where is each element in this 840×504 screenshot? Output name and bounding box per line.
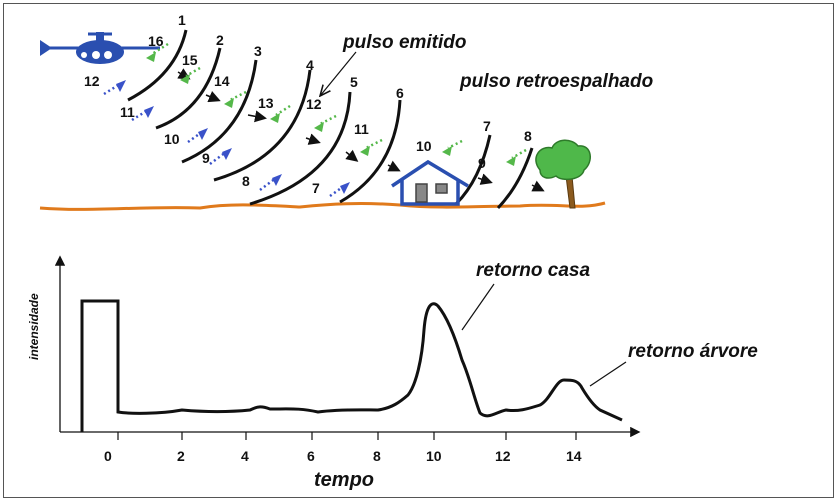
wave-front-6	[339, 99, 402, 204]
scatter-number-11: 11	[120, 104, 135, 120]
x-tick-10: 10	[426, 448, 442, 464]
emitted-pulse-heads	[146, 52, 516, 166]
x-tick-4: 4	[241, 448, 249, 464]
wave-front-4	[213, 69, 312, 182]
emitted-pulse-arrows	[151, 42, 527, 160]
pulse-emitted-caption: pulso emitido	[342, 32, 467, 53]
return-house-pointer	[461, 283, 495, 331]
emitted-number-9: 9	[478, 155, 486, 171]
wave-front-1	[127, 29, 188, 102]
x-tick-2: 2	[177, 448, 185, 464]
scatter-number-8: 8	[242, 173, 250, 189]
return-house-label: retorno casa	[476, 260, 590, 281]
return-tree-pointer	[589, 361, 627, 387]
emitted-number-12: 12	[306, 96, 322, 112]
emitted-number-16: 16	[148, 33, 164, 49]
wave-number-7: 7	[483, 118, 491, 134]
wave-number-4: 4	[306, 57, 314, 73]
emitted-number-11: 11	[354, 121, 369, 137]
wave-number-3: 3	[254, 43, 262, 59]
wave-front-3	[181, 59, 258, 164]
wave-number-5: 5	[350, 74, 358, 90]
emitted-number-13: 13	[258, 95, 274, 111]
return-tree-label: retorno árvore	[628, 341, 758, 362]
wave-fronts	[127, 29, 534, 210]
y-axis-label: intensidade	[27, 293, 41, 360]
x-tick-6: 6	[307, 448, 315, 464]
propagation-arrows	[177, 68, 545, 192]
x-tick-8: 8	[373, 448, 381, 464]
ground-line	[39, 201, 606, 211]
intensity-curve	[80, 299, 623, 432]
wave-number-6: 6	[396, 85, 404, 101]
scatter-number-9: 9	[202, 150, 210, 166]
wave-front-2	[155, 47, 222, 130]
tree-icon	[535, 139, 591, 209]
wave-front-7	[454, 134, 492, 206]
backscatter-heads	[116, 80, 350, 194]
emitted-number-10: 10	[416, 138, 432, 154]
scatter-number-7: 7	[312, 180, 320, 196]
wave-number-8: 8	[524, 128, 532, 144]
figure-border	[3, 3, 834, 498]
house-icon	[391, 159, 469, 206]
intensity-chart: 0 2 4 6 8 10 12 14 intensidade tempo ret…	[27, 255, 758, 491]
scatter-number-12: 12	[84, 73, 100, 89]
emitted-number-15: 15	[182, 52, 198, 68]
x-tick-0: 0	[104, 448, 112, 464]
x-tick-12: 12	[495, 448, 511, 464]
wave-front-5	[249, 91, 352, 206]
wave-number-1: 1	[178, 12, 186, 28]
pulse-emitted-pointer	[320, 51, 357, 96]
x-axis-label: tempo	[314, 469, 374, 491]
scatter-number-10: 10	[164, 131, 180, 147]
aircraft-icon	[40, 32, 160, 64]
x-ticks	[117, 432, 577, 440]
emitted-number-14: 14	[214, 73, 230, 89]
wave-number-2: 2	[216, 32, 224, 48]
x-tick-14: 14	[566, 448, 582, 464]
pulse-backscattered-caption: pulso retroespalhado	[459, 71, 653, 92]
wave-front-8	[496, 147, 534, 210]
